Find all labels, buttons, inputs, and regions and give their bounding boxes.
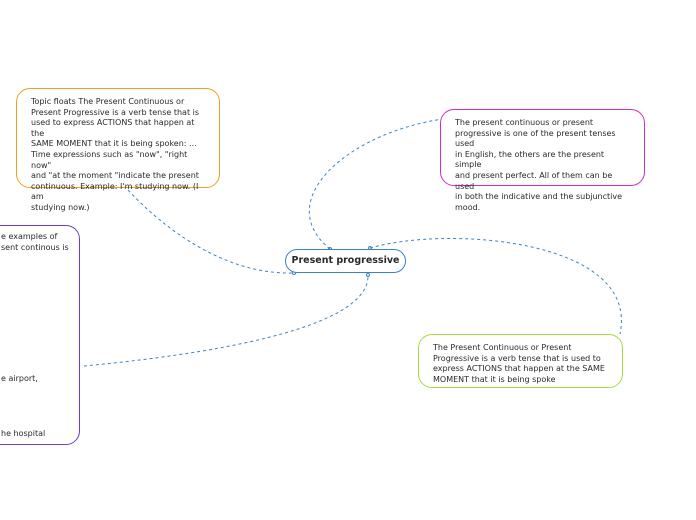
connector-magenta: [308, 117, 451, 250]
purple-node-line-2: sent continous is: [1, 242, 69, 252]
connector-purple: [83, 274, 369, 367]
purple-node-line-1: e examples of: [1, 232, 58, 241]
topic-node-orange[interactable]: Topic floats The Present Continuous or P…: [16, 88, 220, 212]
topic-node-purple[interactable]: e examples of sent continous is e airpor…: [0, 225, 80, 445]
topic-node-magenta[interactable]: The present continuous or present progre…: [440, 109, 645, 212]
central-topic[interactable]: Present progressive: [285, 249, 406, 273]
purple-node-line-3: e airport,: [1, 374, 38, 383]
purple-node-line-4: he hospital: [1, 429, 46, 438]
central-topic-label: Present progressive: [291, 254, 400, 266]
topic-node-green[interactable]: The Present Continuous or Present Progre…: [418, 334, 623, 388]
anchor-dot: [366, 273, 370, 277]
connector-green: [369, 238, 622, 335]
connector-orange: [127, 189, 295, 274]
